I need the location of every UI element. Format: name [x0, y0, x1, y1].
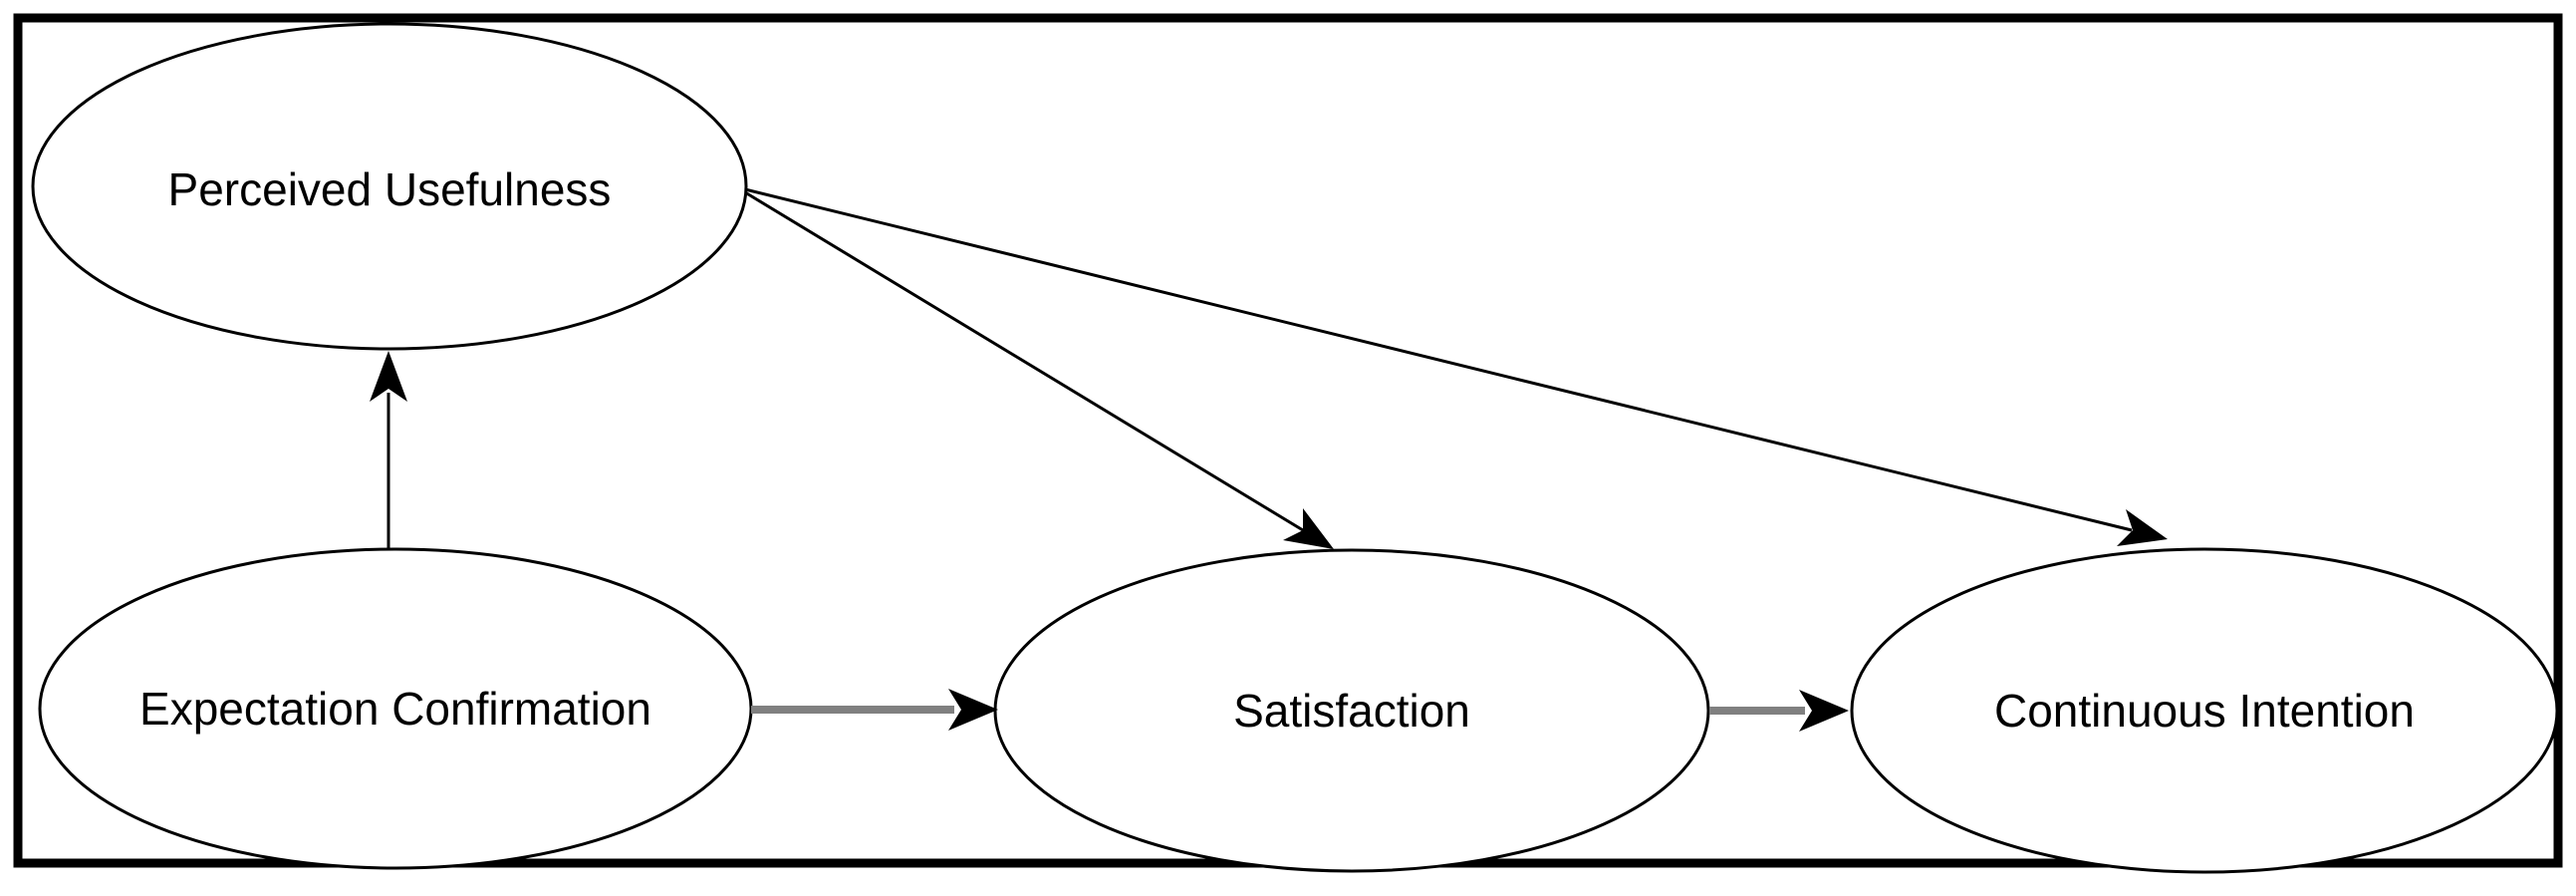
edge-line: [744, 190, 1304, 532]
node-satisfaction: Satisfaction: [993, 548, 1710, 873]
continuous-intention-ellipse: [1850, 547, 2559, 874]
perceived-usefulness-label: Perceived Usefulness: [168, 163, 612, 215]
edge-expectation-confirmation-to-satisfaction: [751, 689, 998, 731]
edge-satisfaction-to-continuous-intention: [1709, 690, 1849, 732]
edge-perceived-usefulness-to-satisfaction: [744, 190, 1334, 549]
continuous-intention-label: Continuous Intention: [1994, 685, 2415, 737]
expectation-confirmation-label: Expectation Confirmation: [139, 683, 651, 735]
satisfaction-label: Satisfaction: [1233, 685, 1470, 737]
edge-expectation-confirmation-to-perceived-usefulness: [370, 351, 407, 549]
arrowhead-up-icon: [370, 351, 407, 402]
node-continuous-intention: Continuous Intention: [1850, 547, 2559, 874]
arrowhead-diagonal-icon: [1283, 508, 1334, 549]
edge-perceived-usefulness-to-continuous-intention: [744, 187, 2168, 546]
edge-line: [744, 187, 2133, 532]
node-perceived-usefulness: Perceived Usefulness: [31, 22, 748, 351]
arrowhead-right-icon: [948, 689, 998, 731]
arrowhead-diagonal-icon: [2117, 509, 2168, 546]
perceived-usefulness-ellipse: [31, 22, 748, 351]
arrowhead-right-icon: [1799, 690, 1849, 732]
node-expectation-confirmation: Expectation Confirmation: [38, 547, 753, 870]
